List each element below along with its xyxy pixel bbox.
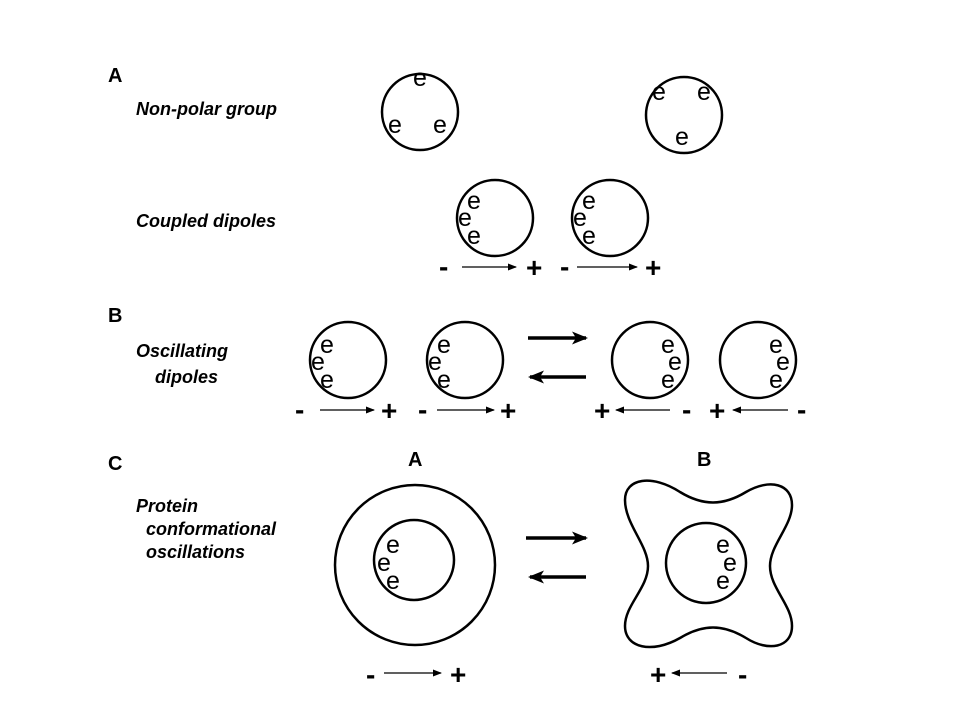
electron: e	[311, 348, 325, 376]
electron: e	[582, 222, 596, 250]
protein-label-line1: Protein	[136, 496, 198, 516]
plus-sign: +	[709, 395, 725, 426]
electron: e	[697, 78, 711, 106]
minus-sign: -	[738, 659, 747, 690]
molecule-circle	[308, 320, 388, 400]
electron: e	[723, 549, 737, 577]
molecule-circle	[664, 521, 748, 605]
electron: e	[661, 331, 675, 359]
coupled-dipole-2: e e e - +	[560, 178, 661, 283]
electron: e	[437, 366, 451, 394]
electron: e	[668, 348, 682, 376]
plus-sign: +	[381, 395, 397, 426]
electron: e	[320, 366, 334, 394]
electron: e	[413, 64, 427, 92]
molecule-circle	[372, 518, 456, 602]
minus-sign: -	[682, 394, 691, 425]
oscillating-label-line2: dipoles	[155, 367, 218, 387]
plus-sign: +	[526, 252, 542, 283]
electron: e	[433, 111, 447, 139]
state-b-label: B	[697, 449, 711, 471]
electron: e	[716, 531, 730, 559]
electron: e	[582, 187, 596, 215]
oscillating-dipole-4: e e e + -	[709, 320, 806, 426]
electron: e	[467, 222, 481, 250]
protein-state-b: e e e + -	[623, 479, 794, 690]
non-polar-molecule-1: e e e	[380, 64, 460, 152]
electron: e	[661, 366, 675, 394]
plus-sign: +	[645, 252, 661, 283]
minus-sign: -	[797, 394, 806, 425]
panel-b-letter: B	[108, 305, 122, 327]
plus-sign: +	[594, 395, 610, 426]
coupled-dipoles-label: Coupled dipoles	[136, 211, 276, 231]
protein-label-line3: oscillations	[146, 542, 245, 562]
electron: e	[769, 331, 783, 359]
electron: e	[675, 123, 689, 151]
minus-sign: -	[560, 251, 569, 282]
oscillating-dipole-3: e e e + -	[594, 320, 691, 426]
coupled-dipole-1: e e e - +	[439, 178, 542, 283]
electron: e	[769, 366, 783, 394]
molecule-circle	[425, 320, 505, 400]
oscillating-dipole-1: e e e - +	[295, 320, 397, 426]
molecule-circle	[380, 72, 460, 152]
panel-c-letter: C	[108, 453, 122, 475]
electron: e	[652, 78, 666, 106]
molecule-circle	[718, 320, 798, 400]
non-polar-group-label: Non-polar group	[136, 99, 277, 119]
electron: e	[573, 204, 587, 232]
protein-outer-circle	[333, 483, 497, 647]
electron: e	[776, 348, 790, 376]
molecule-circle	[570, 178, 650, 258]
electron: e	[320, 331, 334, 359]
oscillating-dipole-2: e e e - +	[418, 320, 516, 426]
electron: e	[388, 111, 402, 139]
plus-sign: +	[500, 395, 516, 426]
electron: e	[458, 204, 472, 232]
non-polar-molecule-2: e e e	[644, 75, 724, 155]
oscillating-label-line1: Oscillating	[136, 341, 228, 361]
electron: e	[437, 331, 451, 359]
protein-label-line2: conformational	[146, 519, 277, 539]
electron: e	[467, 187, 481, 215]
electron: e	[377, 549, 391, 577]
plus-sign: +	[450, 659, 466, 690]
plus-sign: +	[650, 659, 666, 690]
electron: e	[386, 567, 400, 595]
minus-sign: -	[366, 659, 375, 690]
electron: e	[386, 531, 400, 559]
minus-sign: -	[295, 394, 304, 425]
molecule-circle	[644, 75, 724, 155]
electron: e	[716, 567, 730, 595]
minus-sign: -	[439, 251, 448, 282]
protein-deformed-outline	[623, 479, 794, 649]
molecule-circle	[610, 320, 690, 400]
electron: e	[428, 348, 442, 376]
panel-a-letter: A	[108, 65, 122, 87]
protein-state-a: e e e - +	[333, 483, 497, 690]
minus-sign: -	[418, 394, 427, 425]
molecule-circle	[455, 178, 535, 258]
state-a-label: A	[408, 449, 422, 471]
